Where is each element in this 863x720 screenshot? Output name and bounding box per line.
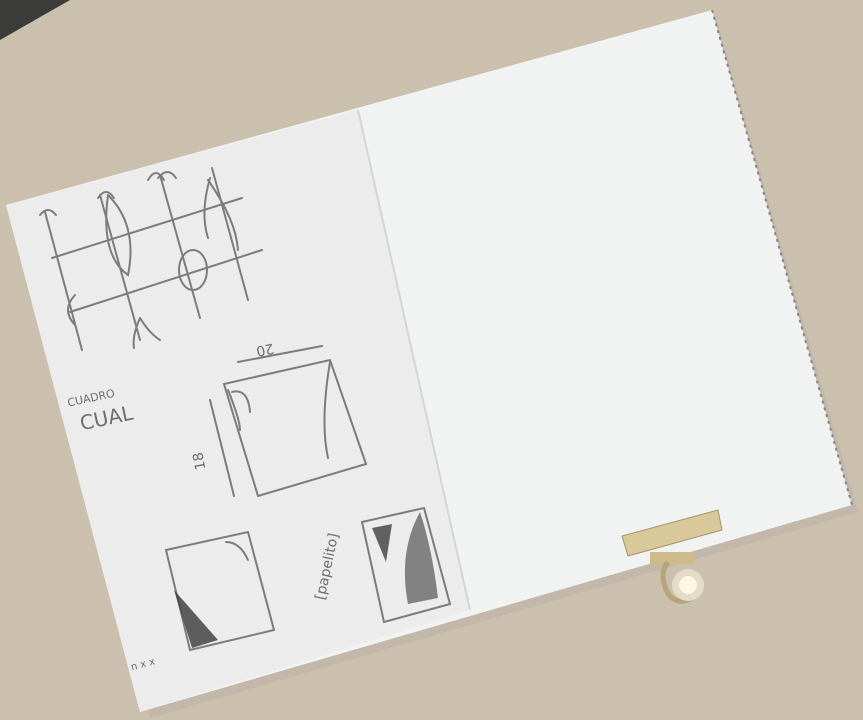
- dimension-side: 18: [190, 451, 209, 471]
